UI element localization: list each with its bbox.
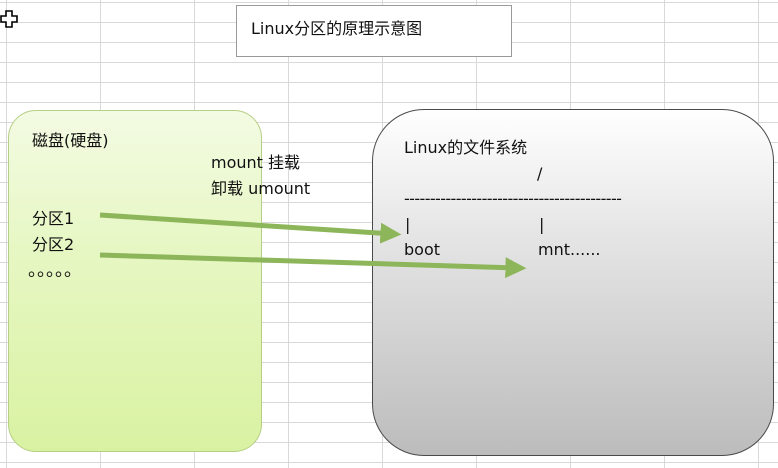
tree-branch-left: |: [405, 215, 411, 234]
boot-directory: boot: [404, 240, 441, 259]
tree-separator: ----------------------------------------…: [404, 189, 622, 208]
cell-cursor-icon: [0, 10, 18, 28]
filesystem-title: Linux的文件系统: [404, 138, 528, 157]
root-directory: /: [537, 164, 543, 183]
more-partitions-label: 。。。。。: [28, 260, 82, 281]
disk-title: 磁盘(硬盘): [32, 131, 109, 150]
partition-2-label: 分区2: [32, 235, 75, 254]
tree-branch-right: |: [539, 215, 545, 234]
disk-box[interactable]: [8, 110, 262, 452]
diagram-title: Linux分区的原理示意图: [251, 19, 423, 38]
umount-label: 卸载 umount: [211, 179, 311, 198]
filesystem-box[interactable]: [372, 109, 774, 456]
mnt-directory: mnt......: [538, 240, 601, 259]
title-box[interactable]: Linux分区的原理示意图: [236, 5, 512, 57]
partition-1-label: 分区1: [32, 209, 75, 228]
mount-label: mount 挂载: [211, 153, 301, 172]
